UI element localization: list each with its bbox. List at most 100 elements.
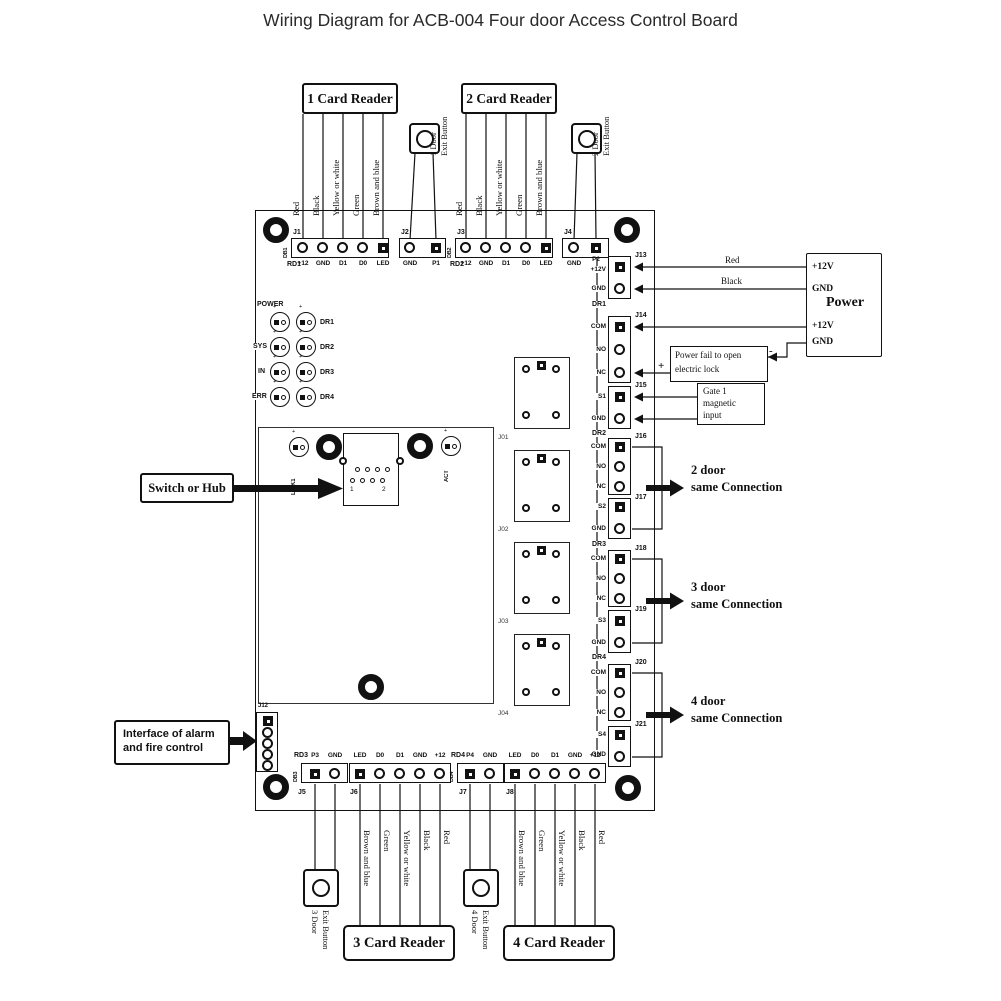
- door3-exit-button: [303, 869, 339, 907]
- lock-plus-label: +: [658, 360, 665, 372]
- pin-label: NO: [577, 575, 607, 582]
- power-pin-label: +12V: [812, 321, 834, 331]
- wire-label: Black: [577, 830, 587, 851]
- pin-label: LED: [508, 752, 522, 759]
- in-led-icon: [270, 354, 290, 382]
- button-circle-icon: [577, 129, 596, 148]
- pin: [262, 749, 273, 760]
- pin-label: S2: [577, 503, 607, 510]
- dr2-led-icon: [296, 329, 316, 357]
- connector-J5-label: J5: [298, 789, 306, 796]
- pin-square: [263, 716, 273, 726]
- pin-square: [510, 769, 520, 779]
- pin: [614, 523, 625, 534]
- jack-pin: [355, 467, 360, 472]
- lock-minus-label: -: [769, 345, 773, 357]
- pin-label: S3: [577, 617, 607, 624]
- pin: [614, 283, 625, 294]
- connector-J4-label: J4: [564, 229, 572, 236]
- connector-J17-label: J17: [635, 494, 647, 501]
- connector-J1-label: J1: [293, 229, 301, 236]
- pin: [614, 687, 625, 698]
- wire-label: Green: [382, 830, 392, 852]
- pin: [614, 573, 625, 584]
- wire-label: Green: [351, 194, 361, 217]
- wire-label: Yellow or white: [557, 830, 567, 887]
- pin-label: GND: [478, 260, 494, 267]
- pin-square: [615, 554, 625, 564]
- mounting-hole: [263, 774, 289, 800]
- pin-label: D0: [375, 752, 385, 759]
- pin-square: [615, 730, 625, 740]
- jack-pin1-label: 1: [350, 486, 354, 493]
- door2-exit-button: [571, 123, 602, 154]
- power-pin-label: GND: [812, 337, 834, 347]
- pin-square: [310, 769, 320, 779]
- jack-ring: [396, 457, 404, 465]
- pin: [614, 593, 625, 604]
- pin-label: P1: [432, 260, 440, 267]
- connector-J6-label: J6: [350, 789, 358, 796]
- jack-pin: [350, 478, 355, 483]
- connector-J3-label: J3: [457, 229, 465, 236]
- pin-label: NC: [577, 369, 607, 376]
- connector-J12-label: J12: [258, 703, 269, 709]
- wire-label: Brown and blue: [362, 830, 372, 887]
- dr3-led-icon: [296, 354, 316, 382]
- card-reader-1-label: 1 Card Reader: [307, 90, 393, 106]
- silk-DR2: DR2: [592, 430, 607, 437]
- pin-label: D1: [395, 752, 405, 759]
- connector-J20-label: J20: [635, 659, 647, 666]
- relay-2: [514, 450, 570, 522]
- door3-note-line1: 3 door: [691, 580, 726, 594]
- silk-DB3: DB3: [293, 771, 299, 782]
- door4-note-line1: 4 door: [691, 694, 726, 708]
- pin-label: D1: [550, 752, 560, 759]
- pin-label: NC: [577, 483, 607, 490]
- led-label-err: ERR: [252, 393, 267, 400]
- connector-J13: [608, 256, 631, 299]
- door4-exit-button: [463, 869, 499, 907]
- relay-3: [514, 542, 570, 614]
- wire-label: Black: [422, 830, 432, 851]
- card-reader-2-label: 2 Card Reader: [466, 90, 552, 106]
- pin: [337, 242, 348, 253]
- pin-label: +12: [434, 752, 446, 759]
- door1-exit-button: [409, 123, 440, 154]
- pin-label: S4: [577, 731, 607, 738]
- pin: [614, 344, 625, 355]
- pin-square: [615, 262, 625, 272]
- jack-pin: [360, 478, 365, 483]
- card-reader-2-box: 2 Card Reader: [461, 83, 557, 114]
- silk-DR4: DR4: [592, 654, 607, 661]
- pin-label: COM: [577, 555, 607, 562]
- pin: [262, 727, 273, 738]
- mounting-hole: [358, 674, 384, 700]
- pin-square: [615, 668, 625, 678]
- wire-label: Yellow or white: [331, 159, 341, 216]
- silk-DB1: DB1: [283, 247, 289, 258]
- silk-RD3: RD3: [293, 752, 308, 759]
- dr1-led-icon: [296, 304, 316, 332]
- relay-2-label: J02: [498, 526, 509, 533]
- pin-square: [615, 322, 625, 332]
- jack-pin2-label: 2: [382, 486, 386, 493]
- pin: [614, 413, 625, 424]
- connector-J18-label: J18: [635, 545, 647, 552]
- err-led-icon: [270, 379, 290, 407]
- pin-label: GND: [567, 752, 583, 759]
- wire-label: Black: [474, 195, 484, 216]
- pin-label: GND: [402, 260, 418, 267]
- pin: [614, 367, 625, 378]
- connector-J17: [608, 498, 631, 539]
- pin: [500, 242, 511, 253]
- pin-label: D1: [338, 260, 348, 267]
- connector-J5: [301, 763, 348, 783]
- jack-pin: [370, 478, 375, 483]
- gate1-magnetic-box: Gate 1 magnetic input: [697, 383, 765, 425]
- mounting-hole: [407, 433, 433, 459]
